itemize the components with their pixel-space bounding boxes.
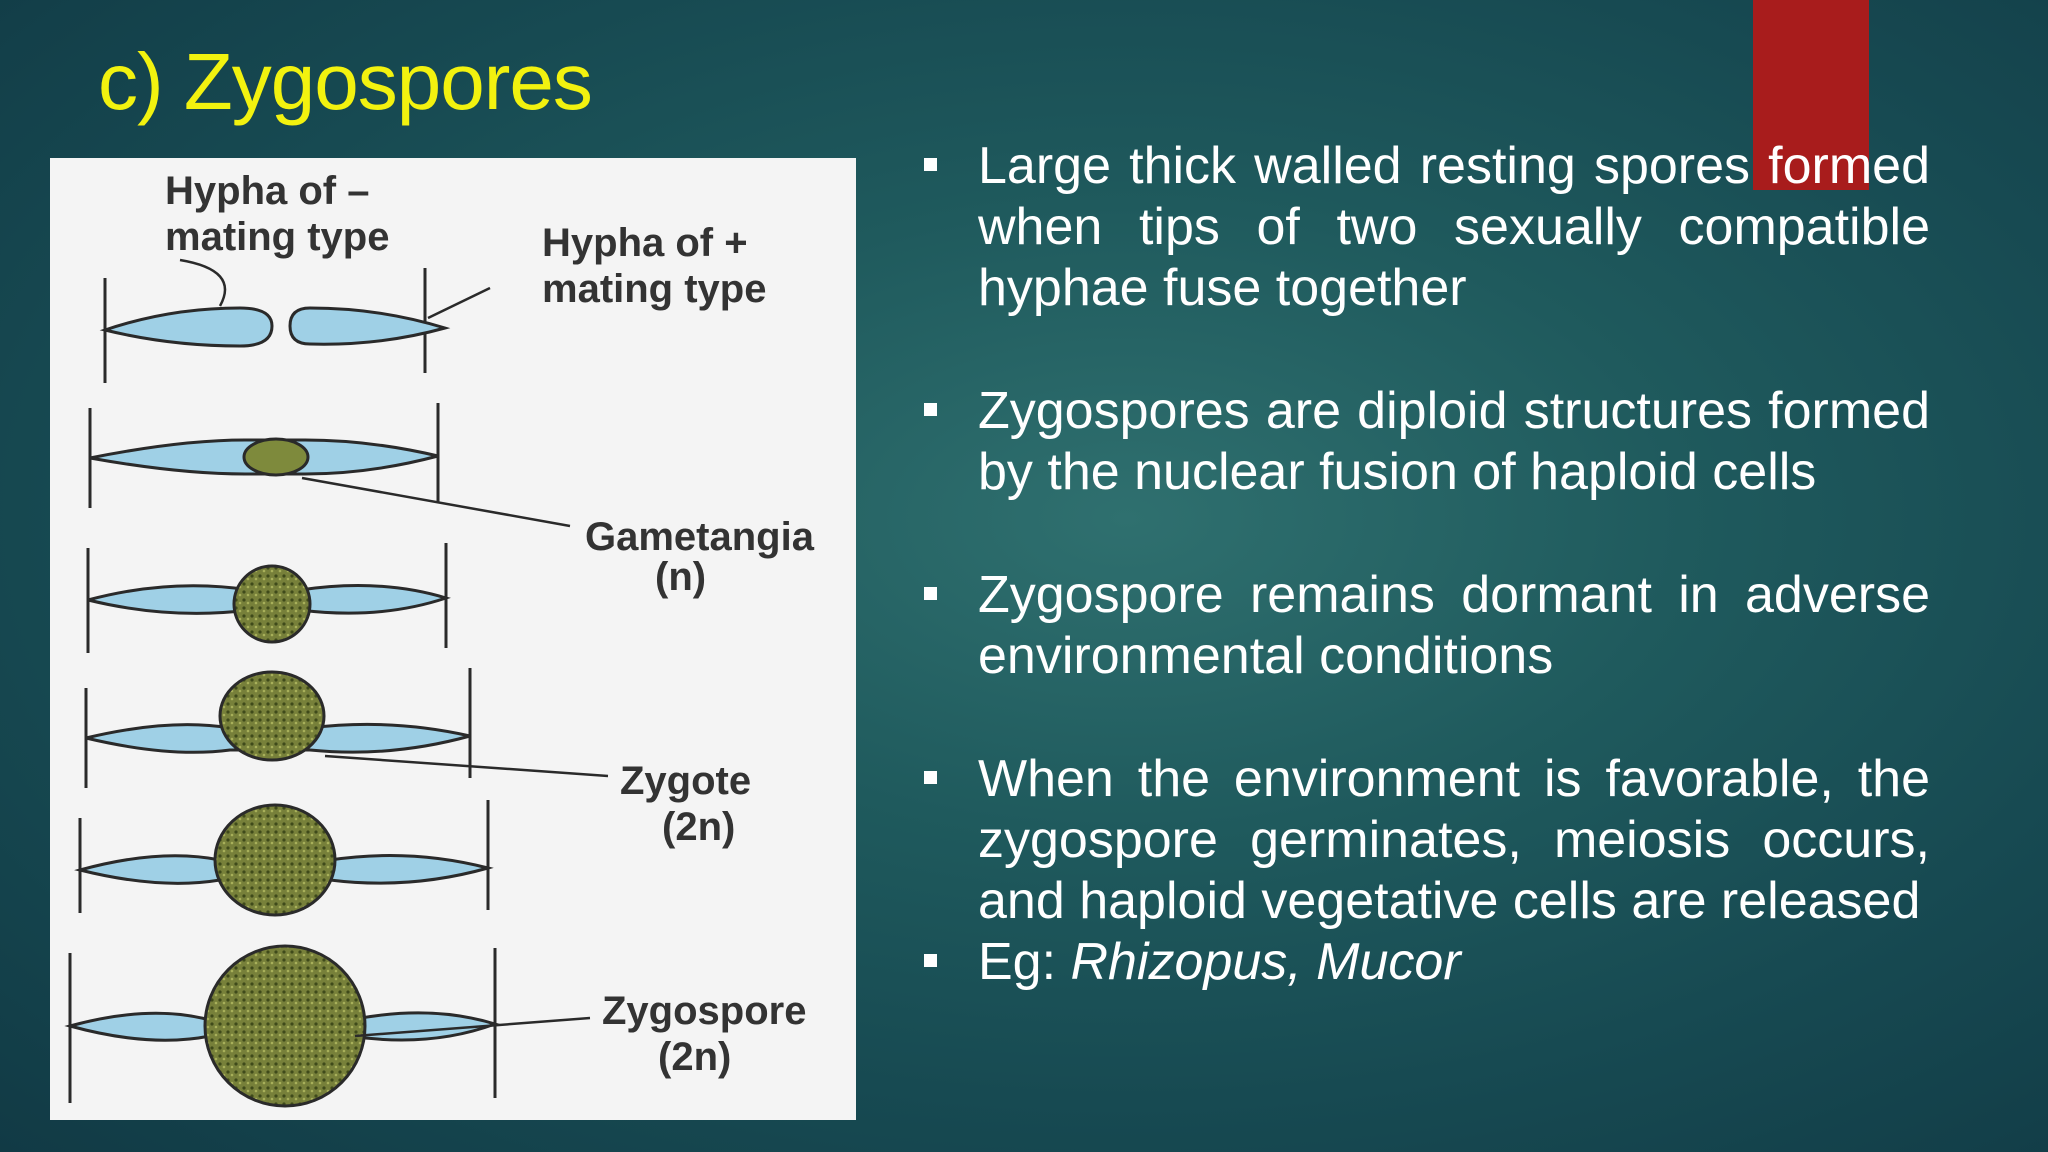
stage-6-zygospore	[64, 944, 591, 1108]
label-hypha-minus-2: mating type	[165, 215, 389, 259]
stage-2-gametangia	[88, 403, 571, 528]
slide-title: c) Zygospores	[98, 37, 593, 126]
square-bullet-icon	[924, 403, 937, 416]
stage-1-hyphae	[99, 258, 491, 383]
label-hypha-minus-1: Hypha of –	[165, 169, 369, 213]
label-zygospore: Zygospore	[602, 989, 806, 1033]
square-bullet-icon	[924, 587, 937, 600]
label-zygospore-ploidy: (2n)	[658, 1035, 731, 1079]
square-bullet-icon	[924, 954, 937, 967]
square-bullet-icon	[924, 771, 937, 784]
bullet-text: Large thick walled resting spores formed…	[978, 137, 1930, 317]
bullet-list: Large thick walled resting spores formed…	[920, 136, 1930, 993]
stage-4-zygote	[84, 668, 609, 788]
bullet-prefix: Eg:	[978, 933, 1071, 991]
bullet-item: When the environment is favorable, the z…	[920, 749, 1930, 932]
bullet-item: Zygospore remains dormant in adverse env…	[920, 565, 1930, 687]
square-bullet-icon	[924, 158, 937, 171]
label-zygote-ploidy: (2n)	[662, 805, 735, 849]
bullet-item: Large thick walled resting spores formed…	[920, 136, 1930, 319]
bullet-text: When the environment is favorable, the z…	[978, 750, 1930, 930]
label-gametangia: Gametangia	[585, 515, 815, 559]
zygospore-diagram: Hypha of – mating type Hypha of + mating…	[50, 158, 856, 1120]
label-gametangia-ploidy: (n)	[655, 555, 706, 599]
label-zygote: Zygote	[620, 759, 751, 803]
bullet-text: Zygospore remains dormant in adverse env…	[978, 566, 1930, 685]
bullet-text: Zygospores are diploid structures formed…	[978, 382, 1930, 501]
bullet-item-example: Eg: Rhizopus, Mucor	[920, 932, 1930, 993]
bullet-item: Zygospores are diploid structures formed…	[920, 381, 1930, 503]
label-hypha-plus-1: Hypha of +	[542, 221, 748, 265]
bullet-example-genera: Rhizopus, Mucor	[1070, 933, 1461, 991]
label-hypha-plus-2: mating type	[542, 267, 766, 311]
red-accent-bar	[1753, 0, 1869, 190]
stage-5-developing	[74, 800, 494, 917]
stage-3-fusion	[86, 543, 451, 653]
